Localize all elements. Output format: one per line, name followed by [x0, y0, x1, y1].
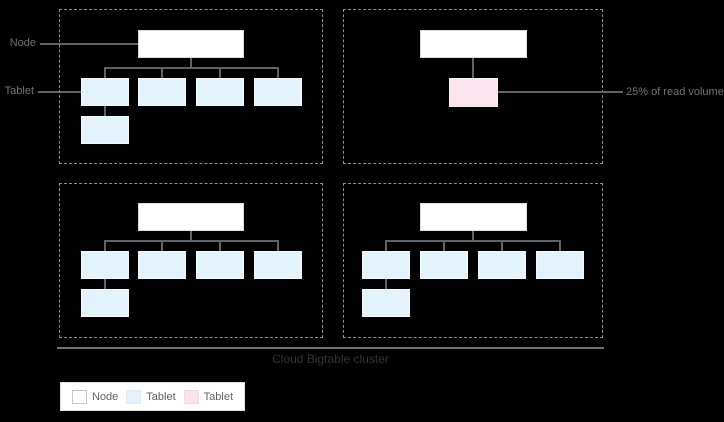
tablet-box: [362, 289, 410, 317]
tree-connector: [161, 240, 163, 251]
tree-connector: [472, 58, 474, 78]
node-label: Node: [9, 37, 36, 49]
legend-item-label: Tablet: [203, 390, 234, 403]
tablet-label: Tablet: [4, 85, 34, 97]
node-box: [138, 203, 244, 231]
node-box: [420, 30, 527, 58]
node-quadrant-3: [59, 183, 323, 338]
read-volume-leader-line: [498, 91, 623, 93]
tree-connector: [104, 106, 106, 116]
tree-connector: [104, 67, 279, 69]
node-quadrant-4: [343, 183, 603, 338]
tree-connector: [104, 240, 279, 242]
tree-connector: [443, 240, 445, 251]
tree-connector: [104, 67, 106, 78]
tree-connector: [219, 67, 221, 78]
tree-connector: [559, 240, 561, 251]
tablet-box: [362, 251, 410, 279]
legend-swatch-hot-tablet: [183, 389, 199, 404]
tree-connector: [190, 231, 192, 240]
tablet-box: [138, 78, 186, 106]
node-quadrant-1: [59, 9, 323, 164]
tree-connector: [104, 240, 106, 251]
tablet-box: [196, 78, 244, 106]
legend: Node Tablet Tablet: [60, 382, 246, 411]
tablet-box: [81, 289, 129, 317]
legend-item-label: Tablet: [146, 390, 176, 403]
legend-item-label: Node: [92, 390, 119, 403]
tree-connector: [161, 67, 163, 78]
legend-item-tablet: Tablet: [126, 389, 176, 404]
tree-connector: [385, 279, 387, 289]
legend-item-hot-tablet: Tablet: [183, 389, 234, 404]
tablet-box: [254, 251, 302, 279]
tablet-box: [536, 251, 584, 279]
tree-connector: [501, 240, 503, 251]
node-quadrant-2: [343, 9, 603, 164]
tablet-box: [254, 78, 302, 106]
cluster-label: Cloud Bigtable cluster: [272, 352, 389, 366]
node-box: [420, 203, 527, 231]
tree-connector: [472, 231, 474, 240]
node-leader-line: [40, 43, 138, 45]
tablet-box: [138, 251, 186, 279]
tree-connector: [385, 240, 561, 242]
tree-connector: [277, 240, 279, 251]
tree-connector: [190, 58, 192, 67]
tablet-box: [81, 251, 129, 279]
legend-item-node: Node: [72, 389, 119, 404]
read-volume-label: 25% of read volume: [626, 86, 724, 98]
tree-connector: [277, 67, 279, 78]
legend-swatch-tablet: [126, 389, 142, 404]
tablet-box: [81, 78, 129, 106]
tree-connector: [104, 279, 106, 289]
tablet-box: [420, 251, 468, 279]
node-box: [138, 30, 244, 58]
tablet-box: [196, 251, 244, 279]
tablet-box: [478, 251, 526, 279]
tablet-box: [81, 116, 129, 144]
legend-swatch-node: [72, 389, 87, 404]
hot-tablet-box: [449, 78, 498, 107]
tree-connector: [219, 240, 221, 251]
cluster-divider-line: [57, 347, 604, 349]
tree-connector: [385, 240, 387, 251]
